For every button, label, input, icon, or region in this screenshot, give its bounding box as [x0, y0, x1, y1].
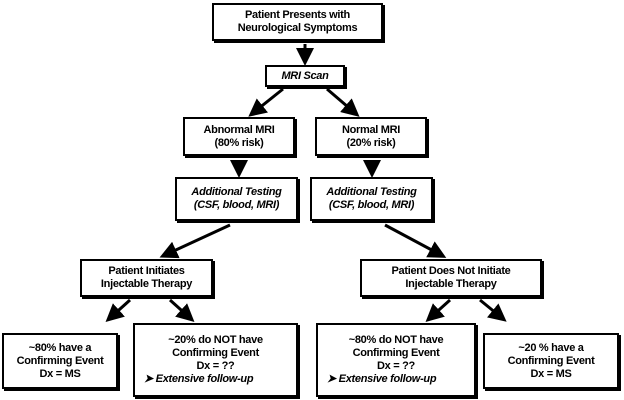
- outcome-3-line-4: ➤ Extensive follow-up: [327, 373, 437, 385]
- outcome-1-line-3: Dx = MS: [39, 367, 81, 380]
- abnormal-mri-line-2: (80% risk): [214, 136, 264, 149]
- arrow-mri-to-normal: [326, 87, 360, 117]
- outcome-4-line-1: ~20 % have a: [518, 341, 584, 354]
- start-line-2: Neurological Symptoms: [237, 22, 358, 34]
- outcome-4-line-2: Confirming Event: [507, 354, 595, 367]
- outcome-1-line-1: ~80% have a: [28, 341, 92, 354]
- outcome-4-line-3: Dx = MS: [530, 367, 572, 380]
- testing-left-line-2: (CSF, blood, MRI): [193, 199, 280, 211]
- initiates-line-2: Injectable Therapy: [100, 278, 193, 290]
- outcome-3-line-1: ~80% do NOT have: [348, 334, 444, 346]
- additional-testing-left-box: Additional Testing (CSF, blood, MRI): [175, 177, 298, 221]
- normal-mri-box: Normal MRI (20% risk): [315, 117, 427, 156]
- testing-right-line-2: (CSF, blood, MRI): [328, 199, 415, 211]
- outcome-box-3: ~80% do NOT have Confirming Event Dx = ?…: [316, 323, 476, 397]
- outcome-box-4: ~20 % have a Confirming Event Dx = MS: [483, 333, 619, 389]
- abnormal-mri-line-1: Abnormal MRI: [203, 123, 275, 136]
- start-box: Patient Presents with Neurological Sympt…: [212, 3, 383, 41]
- arrow-not-initiate-to-out4: [479, 298, 507, 322]
- arrow-not-initiate-to-out3: [425, 298, 452, 323]
- testing-right-line-1: Additional Testing: [326, 186, 417, 198]
- normal-mri-line-2: (20% risk): [346, 136, 396, 149]
- outcome-2-line-4: ➤ Extensive follow-up: [144, 373, 254, 385]
- outcome-1-line-2: Confirming Event: [16, 354, 104, 367]
- outcome-2-line-2: Confirming Event: [172, 347, 259, 359]
- additional-testing-right-box: Additional Testing (CSF, blood, MRI): [310, 177, 433, 221]
- arrow-initiates-to-out2: [168, 298, 195, 323]
- arrow-initiates-to-out1: [105, 298, 132, 323]
- arrow-testing-to-initiates: [159, 223, 231, 259]
- start-line-1: Patient Presents with: [245, 9, 350, 21]
- abnormal-mri-box: Abnormal MRI (80% risk): [183, 117, 295, 156]
- not-initiate-line-2: Injectable Therapy: [405, 278, 497, 290]
- outcome-2-line-3: Dx = ??: [196, 360, 235, 372]
- testing-left-line-1: Additional Testing: [191, 186, 282, 198]
- outcome-3-line-3: Dx = ??: [377, 360, 415, 372]
- patient-initiates-box: Patient Initiates Injectable Therapy: [80, 259, 213, 297]
- patient-not-initiate-box: Patient Does Not Initiate Injectable The…: [360, 259, 542, 297]
- mri-scan-label: MRI Scan: [281, 69, 329, 82]
- outcome-box-2: ~20% do NOT have Confirming Event Dx = ?…: [133, 323, 298, 397]
- not-initiate-line-1: Patient Does Not Initiate: [391, 265, 511, 277]
- outcome-box-1: ~80% have a Confirming Event Dx = MS: [2, 333, 118, 389]
- mri-scan-box: MRI Scan: [265, 65, 345, 87]
- outcome-2-line-1: ~20% do NOT have: [168, 334, 263, 346]
- arrow-testing-to-not-initiate: [384, 223, 447, 258]
- arrow-mri-to-abnormal: [248, 87, 284, 117]
- initiates-line-1: Patient Initiates: [108, 265, 185, 277]
- normal-mri-line-1: Normal MRI: [341, 123, 401, 136]
- outcome-3-line-2: Confirming Event: [352, 347, 440, 359]
